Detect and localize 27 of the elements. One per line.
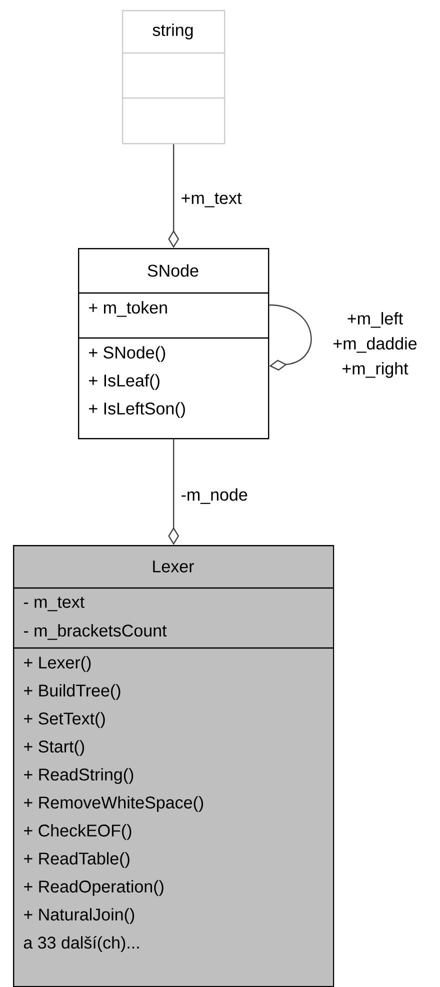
method-text: + IsLeftSon()	[89, 402, 185, 418]
attribute-text: - m_text	[24, 596, 84, 612]
edge-label: -m_node	[180, 487, 249, 505]
class-name: string	[152, 24, 193, 40]
method-text: + ReadString()	[24, 768, 134, 784]
class-box	[122, 10, 226, 144]
edge-label: +m_text	[180, 192, 243, 208]
class-name: SNode	[148, 264, 198, 277]
method-text: + RemoveWhiteSpace()	[24, 796, 204, 812]
method-text: + ReadTable()	[24, 852, 130, 868]
method-text: + NaturalJoin()	[24, 908, 134, 924]
attribute-text: + m_token	[89, 301, 167, 317]
method-text: a 33 další(ch)...	[24, 936, 139, 952]
method-text: + BuildTree()	[24, 684, 120, 700]
method-text: + Start()	[24, 740, 84, 756]
method-text: + ReadOperation()	[24, 880, 164, 896]
class-name: Lexer	[153, 560, 194, 572]
method-text: + SetText()	[24, 712, 105, 728]
edge-label: +m_left +m_daddie +m_right	[334, 312, 417, 378]
class-box	[78, 248, 270, 440]
method-text: + CheckEOF()	[24, 824, 132, 840]
class-box	[13, 545, 334, 987]
method-text: + SNode()	[89, 346, 166, 362]
self-association-arrow	[269, 304, 312, 371]
method-text: + Lexer()	[24, 656, 91, 672]
method-text: + IsLeaf()	[89, 374, 160, 390]
attribute-text: - m_bracketsCount	[24, 624, 167, 640]
